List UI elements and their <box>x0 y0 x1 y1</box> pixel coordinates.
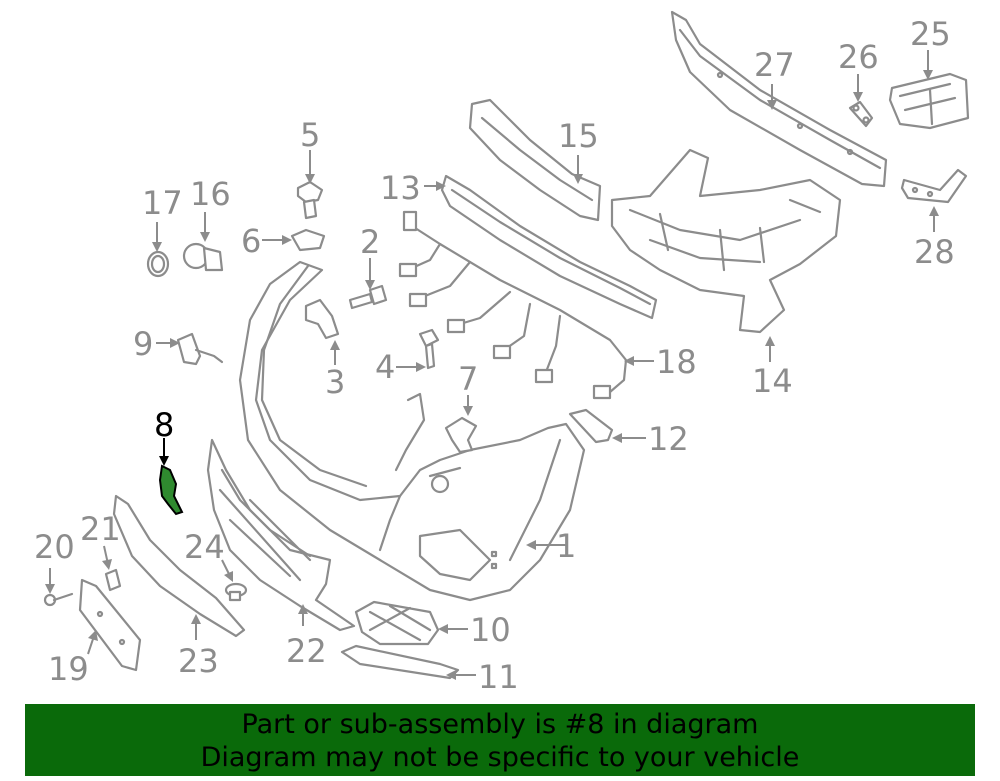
part-2-bolt[interactable] <box>348 284 388 310</box>
callout-5: 5 <box>300 116 320 154</box>
part-14-absorber[interactable] <box>610 148 842 334</box>
callout-25: 25 <box>910 15 951 53</box>
parts-diagram: 1 2 3 4 5 6 7 8 9 10 11 12 13 14 15 16 1… <box>34 10 970 696</box>
callout-24: 24 <box>184 528 225 566</box>
callout-15: 15 <box>558 117 599 155</box>
callout-9: 9 <box>133 325 153 363</box>
leader-lines <box>45 50 939 680</box>
part-6-clip[interactable] <box>290 228 326 252</box>
part-9-bracket[interactable] <box>176 332 224 366</box>
callout-17: 17 <box>142 184 183 222</box>
part-20-screw[interactable] <box>43 592 74 607</box>
part-15-upper-guide[interactable] <box>468 98 602 222</box>
callout-6: 6 <box>241 222 261 260</box>
part-5-bolt[interactable] <box>296 180 324 220</box>
callout-13: 13 <box>380 169 421 207</box>
banner-line-2: Diagram may not be specific to your vehi… <box>200 742 800 773</box>
part-18-wiring-harness[interactable] <box>398 210 628 400</box>
disclaimer-banner: Part or sub-assembly is #8 in diagram Di… <box>25 704 975 776</box>
callout-2: 2 <box>360 223 380 261</box>
part-16-sensor[interactable] <box>182 242 224 272</box>
callout-10: 10 <box>470 611 511 649</box>
part-23-lower-trim[interactable] <box>112 494 246 638</box>
part-17-ring[interactable] <box>146 250 170 278</box>
part-21-nut[interactable] <box>104 568 122 592</box>
callout-20: 20 <box>34 528 75 566</box>
callout-22: 22 <box>286 632 327 670</box>
callout-18: 18 <box>656 343 697 381</box>
callout-16: 16 <box>190 175 231 213</box>
part-24-clip[interactable] <box>224 582 248 602</box>
part-22-grille[interactable] <box>206 438 356 632</box>
part-28-bracket[interactable] <box>900 168 968 204</box>
callout-14: 14 <box>752 362 793 400</box>
callout-21: 21 <box>80 510 121 548</box>
part-11-lower-strip[interactable] <box>340 644 460 680</box>
part-27-impact-bar[interactable] <box>670 10 888 188</box>
callout-27: 27 <box>754 46 795 84</box>
part-1-bumper-cover[interactable] <box>238 260 586 602</box>
part-25-bracket[interactable] <box>888 72 970 130</box>
callout-labels: 1 2 3 4 5 6 7 8 9 10 11 12 13 14 15 16 1… <box>34 15 955 696</box>
callout-19: 19 <box>48 650 89 688</box>
callout-28: 28 <box>914 233 955 271</box>
callout-23: 23 <box>178 642 219 680</box>
callout-4: 4 <box>375 348 395 386</box>
part-12-trim[interactable] <box>568 408 614 444</box>
part-26-clip[interactable] <box>848 100 874 128</box>
banner-line-1: Part or sub-assembly is #8 in diagram <box>241 709 759 740</box>
part-13-absorber-strip[interactable] <box>440 174 658 320</box>
part-19-plate-bracket[interactable] <box>78 578 142 672</box>
part-4-bolt[interactable] <box>418 328 440 370</box>
callout-11: 11 <box>478 658 519 696</box>
callout-12: 12 <box>648 420 689 458</box>
callout-26: 26 <box>838 38 879 76</box>
part-7-clip[interactable] <box>444 416 478 454</box>
callout-7: 7 <box>458 360 478 398</box>
part-10-fog-grille[interactable] <box>354 600 440 646</box>
callout-8-highlighted: 8 <box>154 406 174 444</box>
part-8-bracket-highlighted[interactable] <box>158 464 184 516</box>
callout-3: 3 <box>325 363 345 401</box>
part-3-holder[interactable] <box>304 298 340 340</box>
callout-1: 1 <box>556 527 576 565</box>
